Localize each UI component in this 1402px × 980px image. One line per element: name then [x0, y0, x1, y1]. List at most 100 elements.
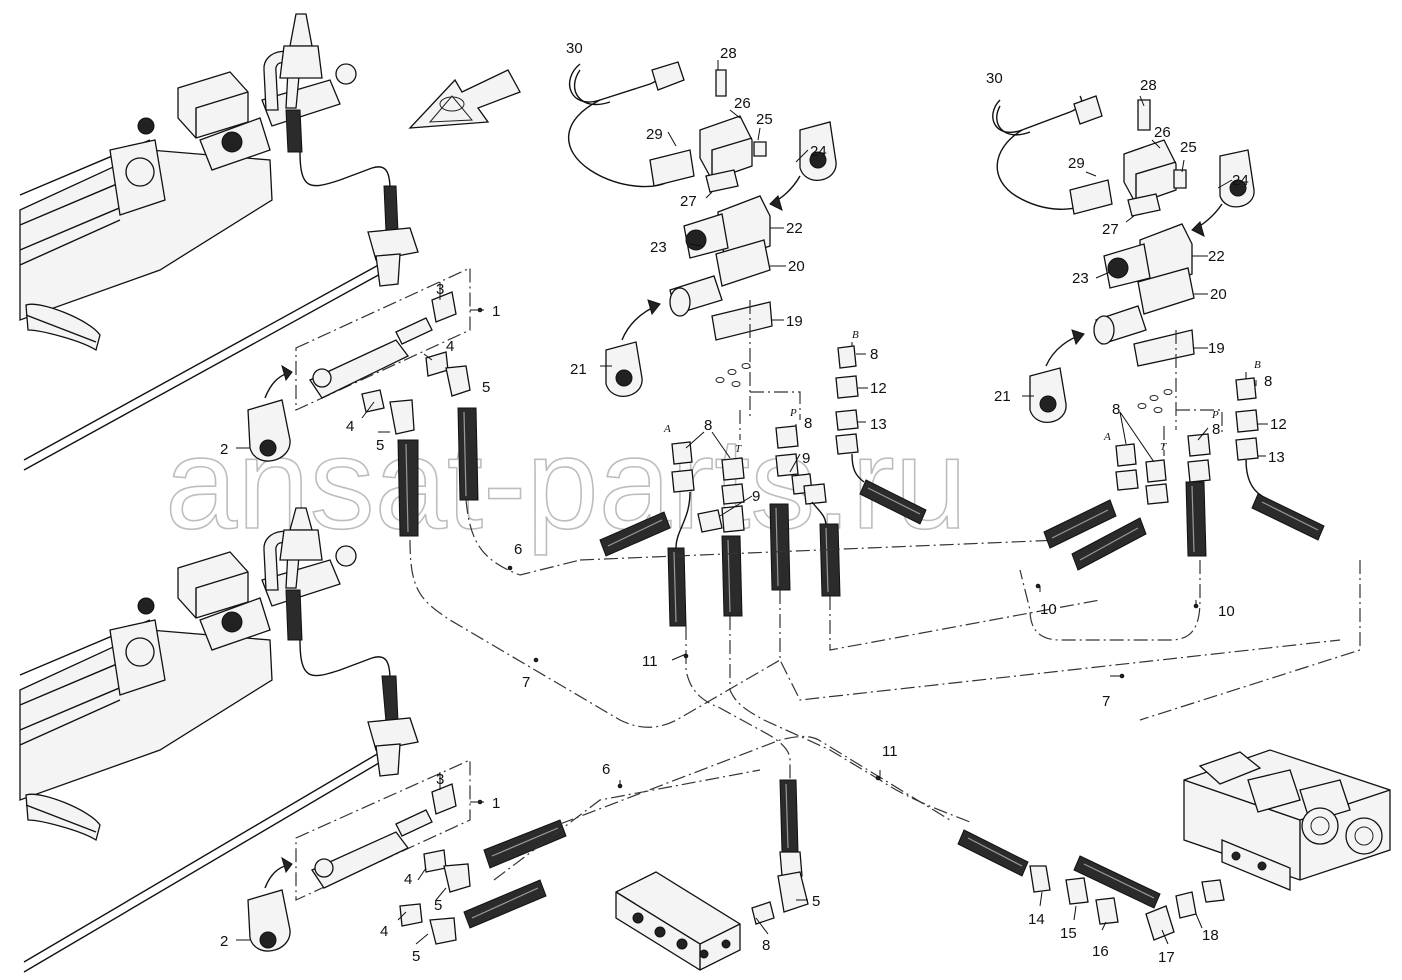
callout-11: 11: [642, 653, 658, 670]
callout-6: 6: [514, 541, 522, 558]
callout-8: 8: [1212, 421, 1220, 438]
callout-27: 27: [680, 193, 697, 210]
callout-20: 20: [1210, 286, 1227, 303]
coil-cable-assembly-right: [992, 95, 1187, 217]
bracket-icon-right-21: [1029, 329, 1085, 423]
leader-dots: [477, 307, 1199, 805]
hose-upper-b: [397, 439, 419, 537]
callout-2: 2: [220, 933, 228, 950]
o-ring-icon-mid: [715, 363, 751, 387]
coil-cable-assembly-mid: [567, 61, 767, 193]
callout-29: 29: [1068, 155, 1085, 172]
callout-22: 22: [786, 220, 803, 237]
callout-11: 11: [882, 743, 898, 760]
solenoid-valve-right: [1093, 223, 1195, 367]
hose-pair-bottom-right: [957, 829, 1225, 941]
callout-8: 8: [1264, 373, 1272, 390]
callout-6: 6: [602, 761, 610, 778]
callout-24: 24: [810, 143, 827, 160]
callout-26: 26: [734, 95, 751, 112]
hoses-right: [1043, 459, 1325, 571]
callout-12: 12: [870, 380, 887, 397]
callout-29: 29: [646, 126, 663, 143]
callout-21: 21: [570, 361, 587, 378]
port-letter-t-right: T: [1160, 441, 1167, 453]
callout-10: 10: [1218, 603, 1235, 620]
port-letter-t-mid: T: [735, 443, 742, 455]
callout-9: 9: [802, 450, 810, 467]
cylinder-assembly-lower: [19, 507, 385, 973]
callout-13: 13: [870, 416, 887, 433]
bracket-icon-right-24: [1191, 149, 1255, 237]
hose-lower-a: [483, 819, 567, 869]
hose-lower-b: [463, 879, 547, 929]
callout-5: 5: [812, 893, 820, 910]
port-letter-a-mid: A: [663, 423, 671, 435]
leader-lines: [236, 60, 1268, 945]
cylinder-assembly-upper: [19, 13, 385, 471]
callout-8: 8: [1112, 401, 1120, 418]
callout-8: 8: [870, 346, 878, 363]
port-letter-a-right: A: [1103, 431, 1111, 443]
callout-9: 9: [752, 488, 760, 505]
callout-14: 14: [1028, 911, 1045, 928]
callout-10: 10: [1040, 601, 1057, 618]
dash-lines-mid-block: [739, 300, 801, 440]
valve-bank: [1183, 749, 1391, 891]
direction-arrow-icon: [408, 69, 521, 129]
fittings-mid: [671, 345, 859, 533]
callout-7: 7: [522, 674, 530, 691]
callout-25: 25: [1180, 139, 1197, 156]
fittings-right: [1115, 377, 1259, 505]
callout-5: 5: [434, 897, 442, 914]
callout-3: 3: [436, 281, 444, 298]
callout-8: 8: [704, 417, 712, 434]
callout-1: 1: [492, 795, 500, 812]
bracket-icon-mid-24: [769, 121, 837, 211]
callout-19: 19: [786, 313, 803, 330]
callout-21: 21: [994, 388, 1011, 405]
port-letter-p-mid: P: [789, 407, 797, 419]
callout-20: 20: [788, 258, 805, 275]
callout-18: 18: [1202, 927, 1219, 944]
valve-sub-assembly-lower: [295, 759, 471, 945]
hoses-mid: [599, 453, 927, 627]
callout-23: 23: [650, 239, 667, 256]
port-letter-b-right: B: [1254, 359, 1261, 371]
callout-3: 3: [436, 771, 444, 788]
port-letter-p-right: P: [1211, 409, 1219, 421]
callout-28: 28: [1140, 77, 1157, 94]
callout-8: 8: [804, 415, 812, 432]
dash-routing-lines: [409, 499, 1361, 881]
callout-5: 5: [376, 437, 384, 454]
callout-19: 19: [1208, 340, 1225, 357]
callout-1: 1: [492, 303, 500, 320]
callout-5: 5: [412, 948, 420, 965]
callout-15: 15: [1060, 925, 1077, 942]
callout-30: 30: [986, 70, 1003, 87]
callout-30: 30: [566, 40, 583, 57]
callout-2: 2: [220, 441, 228, 458]
callout-4: 4: [346, 418, 354, 435]
elbow-hose-bottom-center: [751, 779, 809, 925]
callout-23: 23: [1072, 270, 1089, 287]
hose-upper-a: [457, 407, 479, 501]
callout-17: 17: [1158, 949, 1175, 966]
callout-16: 16: [1092, 943, 1109, 960]
callout-8: 8: [762, 937, 770, 954]
callout-26: 26: [1154, 124, 1171, 141]
o-ring-icon-right: [1137, 389, 1173, 413]
callout-12: 12: [1270, 416, 1287, 433]
bracket-icon-lower: [247, 856, 293, 952]
callout-numbers: 30 28 26 25 24 29 27 22 23 20 19 21 8 12…: [220, 40, 1287, 966]
callout-5: 5: [482, 379, 490, 396]
hose-line-upper: [299, 151, 391, 191]
tee-fitting-upper: [367, 185, 419, 287]
callout-27: 27: [1102, 221, 1119, 238]
callout-4: 4: [404, 871, 412, 888]
bracket-icon-mid-21: [605, 299, 661, 397]
valve-sub-assembly-upper: [295, 267, 471, 435]
callout-28: 28: [720, 45, 737, 62]
